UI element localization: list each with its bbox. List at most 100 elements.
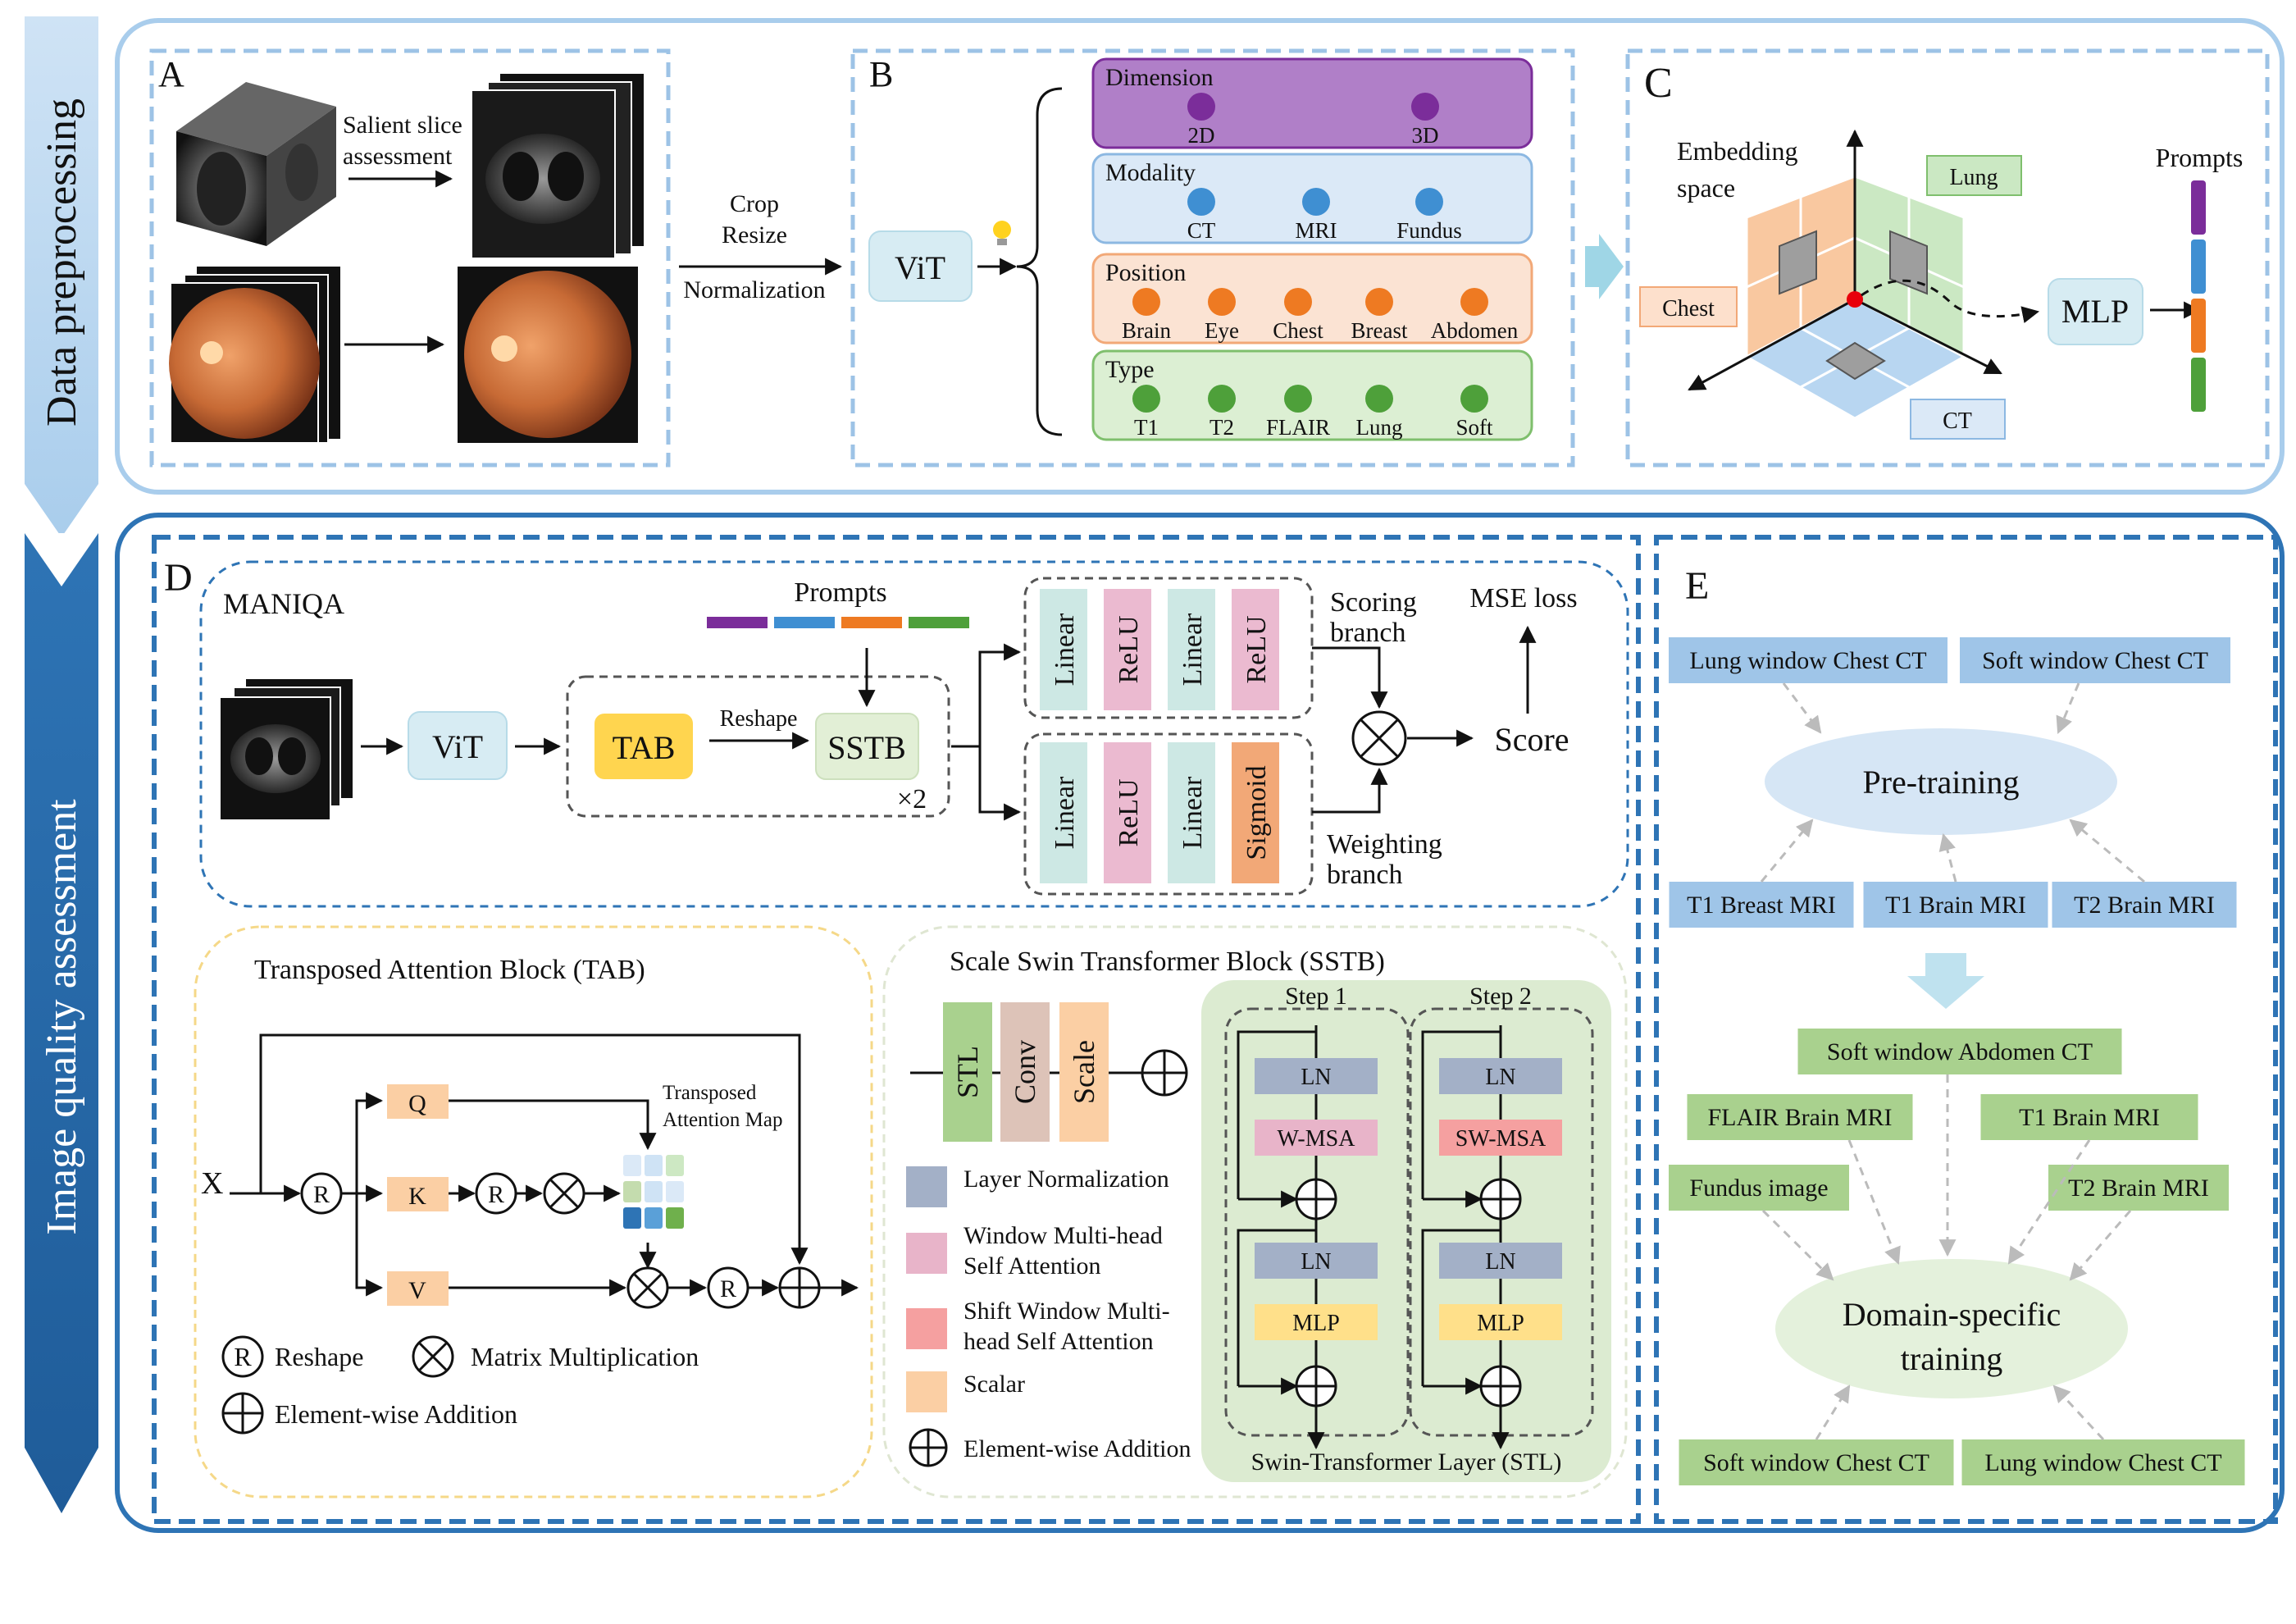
attribute-label: Brain [1122, 318, 1171, 343]
weighting-branch-frame [1023, 732, 1314, 896]
stl-detail-panel [1201, 980, 1611, 1482]
mlp-label-c: MLP [2061, 293, 2129, 330]
legend-add-label-sstb: Element-wise Addition [963, 1435, 1191, 1462]
stl-layer-box [1255, 1120, 1378, 1156]
attention-cell [623, 1207, 641, 1229]
domain-training-label-1: Domain-specific [1843, 1296, 2061, 1333]
layer-box-linear [1168, 742, 1215, 883]
panel-letter-b: B [869, 54, 893, 94]
lung-tag [1926, 155, 2022, 196]
section-label-preprocessing: Data preprocessing [39, 98, 85, 427]
mlp-box-c [2048, 278, 2143, 345]
sstb-detail-title: Scale Swin Transformer Block (SSTB) [950, 947, 1385, 977]
embedding-space-3d [1688, 129, 2002, 420]
stl-layer-label: MLP [1477, 1311, 1524, 1336]
conv-box [1000, 1002, 1050, 1142]
attribute-dot [1365, 385, 1393, 413]
stl-layer-box [1255, 1304, 1378, 1340]
stl-layer-box [1439, 1243, 1562, 1279]
legend-swatch-label: Self Attention [963, 1252, 1101, 1280]
attention-cell [645, 1207, 663, 1229]
prompt-segment [909, 617, 969, 628]
stl-layer-label: SW-MSA [1456, 1126, 1547, 1152]
assessment-chevron: Image quality assessment [25, 533, 98, 1513]
vit-box [868, 230, 973, 302]
attribute-label: Soft [1456, 415, 1493, 440]
reshape-node-label: R [313, 1181, 330, 1208]
maniqa-label: MANIQA [223, 587, 344, 620]
group-box-dimension [1091, 57, 1533, 149]
group-title-dimension: Dimension [1105, 64, 1214, 91]
attribute-dot [1132, 288, 1160, 316]
legend-reshape-icon [221, 1335, 264, 1378]
stl-layer-box [1255, 1243, 1378, 1279]
group-box-position [1091, 253, 1533, 344]
stl-layer-label: LN [1301, 1065, 1331, 1090]
weighting-label-2: branch [1327, 860, 1403, 890]
attribute-dot [1284, 385, 1312, 413]
chest-label: Chest [1662, 296, 1715, 322]
q-label: Q [408, 1090, 426, 1117]
attribute-label: Breast [1351, 318, 1408, 343]
legend-mm-icon [412, 1335, 454, 1378]
attribute-label: Lung [1356, 415, 1403, 440]
group-title-position: Position [1105, 259, 1186, 286]
panel-letter-e: E [1685, 564, 1709, 608]
legend-mm-label: Matrix Multiplication [471, 1342, 699, 1371]
dataset-tag [1980, 1094, 2198, 1140]
scoring-branch-frame [1023, 577, 1314, 719]
fundus-processed [458, 267, 638, 443]
attribute-dot [1415, 188, 1443, 216]
attribute-dot [1208, 385, 1236, 413]
panel-a: A Salient slice assessment [149, 48, 671, 468]
attribute-label: 3D [1412, 123, 1439, 148]
dataset-tag [1669, 1165, 1849, 1211]
dataset-tag-label: Soft window Abdomen CT [1827, 1038, 2093, 1065]
dataset-tag-label: T2 Brain MRI [2068, 1175, 2209, 1202]
layer-label-relu: ReLU [1114, 778, 1144, 846]
lung-label: Lung [1949, 165, 1998, 190]
conv-label: Conv [1009, 1040, 1041, 1104]
attribute-dot [1365, 288, 1393, 316]
stl-layer-box [1255, 1058, 1378, 1094]
dataset-tag [1687, 1094, 1913, 1140]
attribute-dot [1187, 188, 1215, 216]
maniqa-prompts [707, 617, 969, 628]
domain-training-node [1775, 1259, 2128, 1398]
attribute-dot [1208, 288, 1236, 316]
assessment-frame [115, 513, 2285, 1533]
dataset-tag-label: Soft window Chest CT [1703, 1449, 1929, 1476]
maniqa-ct-stack [219, 679, 353, 821]
panel-c: C Embedding space Lung Chest CT [1625, 48, 2270, 468]
salient-label-1: Salient slice [343, 112, 462, 139]
ct-slice-stack [471, 74, 644, 259]
attribute-label: MRI [1295, 218, 1337, 243]
preprocessing-frame [115, 18, 2285, 495]
stl-layer-label: MLP [1292, 1311, 1340, 1336]
prompt-vector [2191, 180, 2206, 412]
group-title-modality: Modality [1105, 159, 1196, 186]
dataset-tag-label: T1 Breast MRI [1687, 892, 1836, 919]
tab-label: TAB [613, 729, 676, 766]
legend-swatch-label: head Self Attention [963, 1328, 1154, 1355]
legend-reshape-label: Reshape [275, 1342, 363, 1371]
embedding-label-2: space [1677, 173, 1735, 203]
attribute-label: Fundus [1396, 218, 1462, 243]
attribute-dot [1411, 93, 1439, 121]
prompt-segment [774, 617, 835, 628]
attention-cell [623, 1155, 641, 1176]
group-title-type: Type [1105, 356, 1155, 383]
domain-training-label-2: training [1901, 1340, 2002, 1377]
maniqa-vit-label: ViT [432, 728, 483, 765]
layer-box-linear [1040, 589, 1087, 710]
attribute-label: Eye [1205, 318, 1239, 343]
salient-label-2: assessment [343, 143, 453, 170]
tab-input-x: X [201, 1166, 223, 1201]
panel-letter-d: D [164, 556, 193, 600]
prompt-segment [2191, 239, 2206, 294]
crop-label: Crop [730, 190, 779, 217]
